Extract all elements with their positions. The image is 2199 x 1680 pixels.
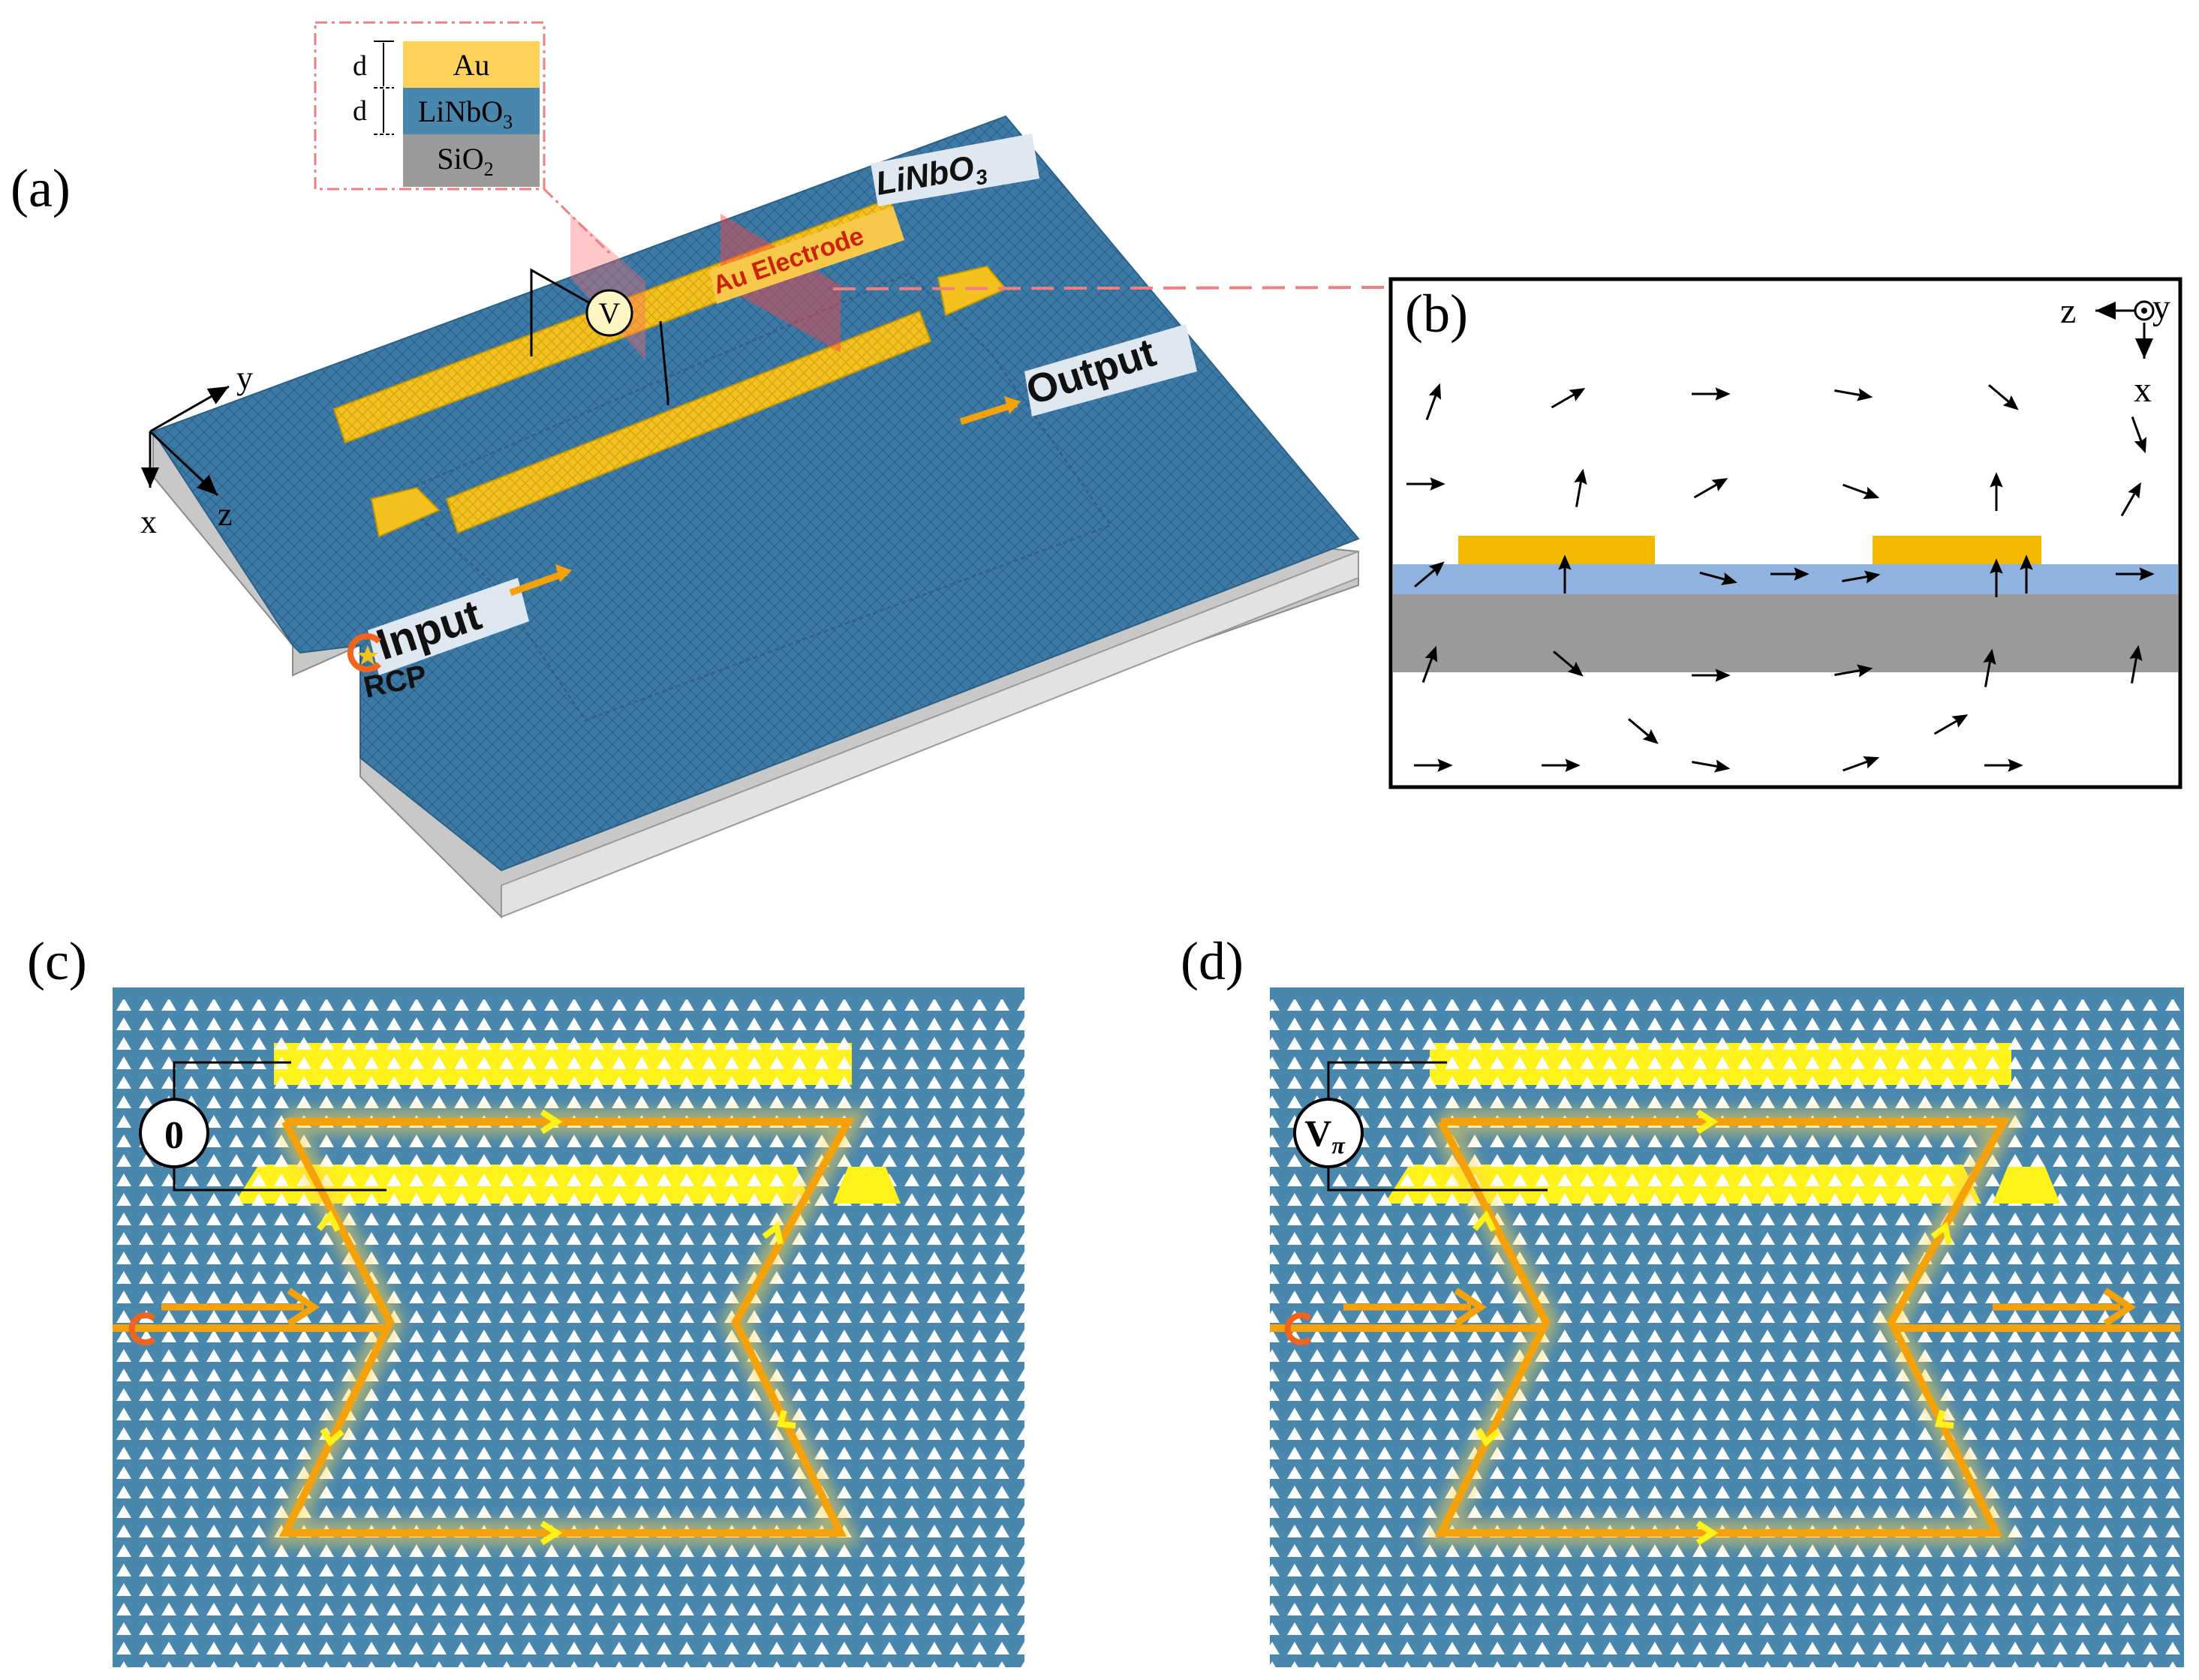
field-vector-arrow — [1692, 387, 1731, 401]
voltage-source-d: Vπ — [1293, 1061, 1548, 1192]
field-vector-arrow — [1693, 478, 1728, 499]
field-vector-arrow — [2129, 645, 2143, 684]
panel-a-label: (a) — [11, 158, 71, 218]
field-vector-arrow — [1834, 664, 1873, 678]
panel-a: (a) Au Electrode LiNbO3 — [11, 21, 1393, 919]
field-vector-arrow — [1553, 651, 1584, 677]
electrode-bottom-c — [234, 1165, 811, 1204]
layer-stack-inset: Au LiNbO3 SiO2 d d — [314, 21, 613, 257]
field-vector-arrow — [1414, 759, 1453, 772]
field-vector-arrow — [2131, 416, 2147, 454]
panel-b-frame — [1388, 277, 2182, 789]
sio2-layer — [403, 134, 540, 187]
light-path-d — [1270, 1109, 2180, 1546]
svg-text:x: x — [140, 503, 157, 540]
linbo3-top-surface — [152, 115, 1360, 872]
rcp-source-c-icon — [128, 1312, 156, 1345]
field-vectors — [1406, 383, 2155, 773]
panel-b: (b) z y x — [1388, 277, 2182, 789]
light-path-c — [113, 1109, 871, 1546]
electrode-top-c — [274, 1043, 852, 1085]
field-vector-arrow — [1558, 554, 1572, 594]
svg-text:x: x — [2134, 370, 2152, 410]
panel-d: (d) Vπ — [1181, 931, 2184, 1667]
voltage-source-c: 0 — [139, 1061, 387, 1192]
panel-d-label: (d) — [1181, 931, 1244, 991]
field-vector-arrow — [1990, 558, 2003, 597]
rcp-source-d-icon — [1284, 1312, 1312, 1345]
field-vector-arrow — [1984, 759, 2023, 772]
waveguide-loop — [393, 272, 1113, 722]
svg-text:0: 0 — [164, 1114, 184, 1157]
field-vector-arrow — [1574, 468, 1587, 507]
cross-section-plane-2 — [720, 214, 841, 353]
zoom-connector — [832, 286, 1393, 290]
svg-text:z: z — [218, 496, 233, 533]
voltage-source: V — [530, 268, 669, 405]
field-vector-arrow — [1990, 472, 2003, 511]
panel-b-label: (b) — [1405, 284, 1468, 344]
pad-right-d — [1993, 1167, 2060, 1204]
field-vector-arrow — [1933, 714, 1969, 735]
field-vector-arrow — [1843, 756, 1880, 772]
svg-text:SiO2: SiO2 — [437, 142, 493, 180]
input-arrowhead — [555, 564, 572, 582]
field-vector-arrow — [2020, 554, 2033, 594]
svg-text:LiNbO3: LiNbO3 — [418, 95, 513, 133]
field-vector-arrow — [1699, 571, 1737, 585]
svg-text:y: y — [2152, 287, 2170, 327]
field-vector-arrow — [1425, 383, 1442, 420]
svg-text:d: d — [353, 50, 367, 82]
au-layer — [403, 41, 540, 88]
electrode-right-b — [1873, 536, 2041, 564]
linbo3-layer-b — [1393, 564, 2178, 594]
field-vector-arrow — [1842, 570, 1881, 584]
field-vector-arrow — [1692, 669, 1731, 682]
field-vector-arrow — [1551, 388, 1586, 409]
electrode-bottom-d-strip — [1385, 1165, 1981, 1204]
svg-text:y: y — [236, 359, 253, 396]
panel-c: (c) 0 — [27, 931, 1024, 1667]
electrode-left-b — [1458, 536, 1655, 564]
field-vector-arrow — [1834, 388, 1873, 401]
field-vector-arrow — [1628, 718, 1659, 744]
svg-text:Vπ: Vπ — [1304, 1112, 1346, 1159]
field-vector-arrow — [1983, 648, 1996, 687]
gold-pad-left — [370, 486, 441, 538]
pad-right-c — [833, 1167, 901, 1204]
axes-3d: y x z — [140, 359, 253, 540]
lower-electrode — [445, 310, 932, 534]
linbo3-device-label: LiNbO3 — [871, 134, 1039, 206]
field-vector-arrow — [2120, 482, 2141, 517]
electrode-top-d — [1430, 1043, 2011, 1085]
axes-2d: z y x — [2060, 287, 2170, 410]
svg-text:Au: Au — [453, 48, 490, 82]
field-vector-arrow — [1542, 759, 1581, 772]
field-vector-arrow — [1843, 483, 1880, 500]
field-vector-arrow — [1692, 759, 1731, 773]
field-vector-arrow — [1770, 567, 1809, 581]
field-vector-arrow — [1414, 561, 1445, 588]
substrate-front — [501, 550, 1359, 918]
svg-text:z: z — [2060, 291, 2076, 331]
sio2-layer-b — [1393, 594, 2178, 672]
field-vector-arrow — [1988, 384, 2019, 410]
linbo3-layer — [403, 88, 540, 134]
svg-text:d: d — [353, 95, 367, 127]
field-vector-arrow — [1421, 645, 1438, 683]
output-arrowhead — [1004, 396, 1021, 414]
panel-c-label: (c) — [27, 931, 87, 991]
rcp-source-icon — [347, 633, 381, 672]
field-vector-arrow — [2116, 567, 2155, 581]
svg-text:V: V — [599, 296, 621, 330]
input-arrow — [509, 569, 568, 597]
field-vector-arrow — [1406, 477, 1445, 491]
